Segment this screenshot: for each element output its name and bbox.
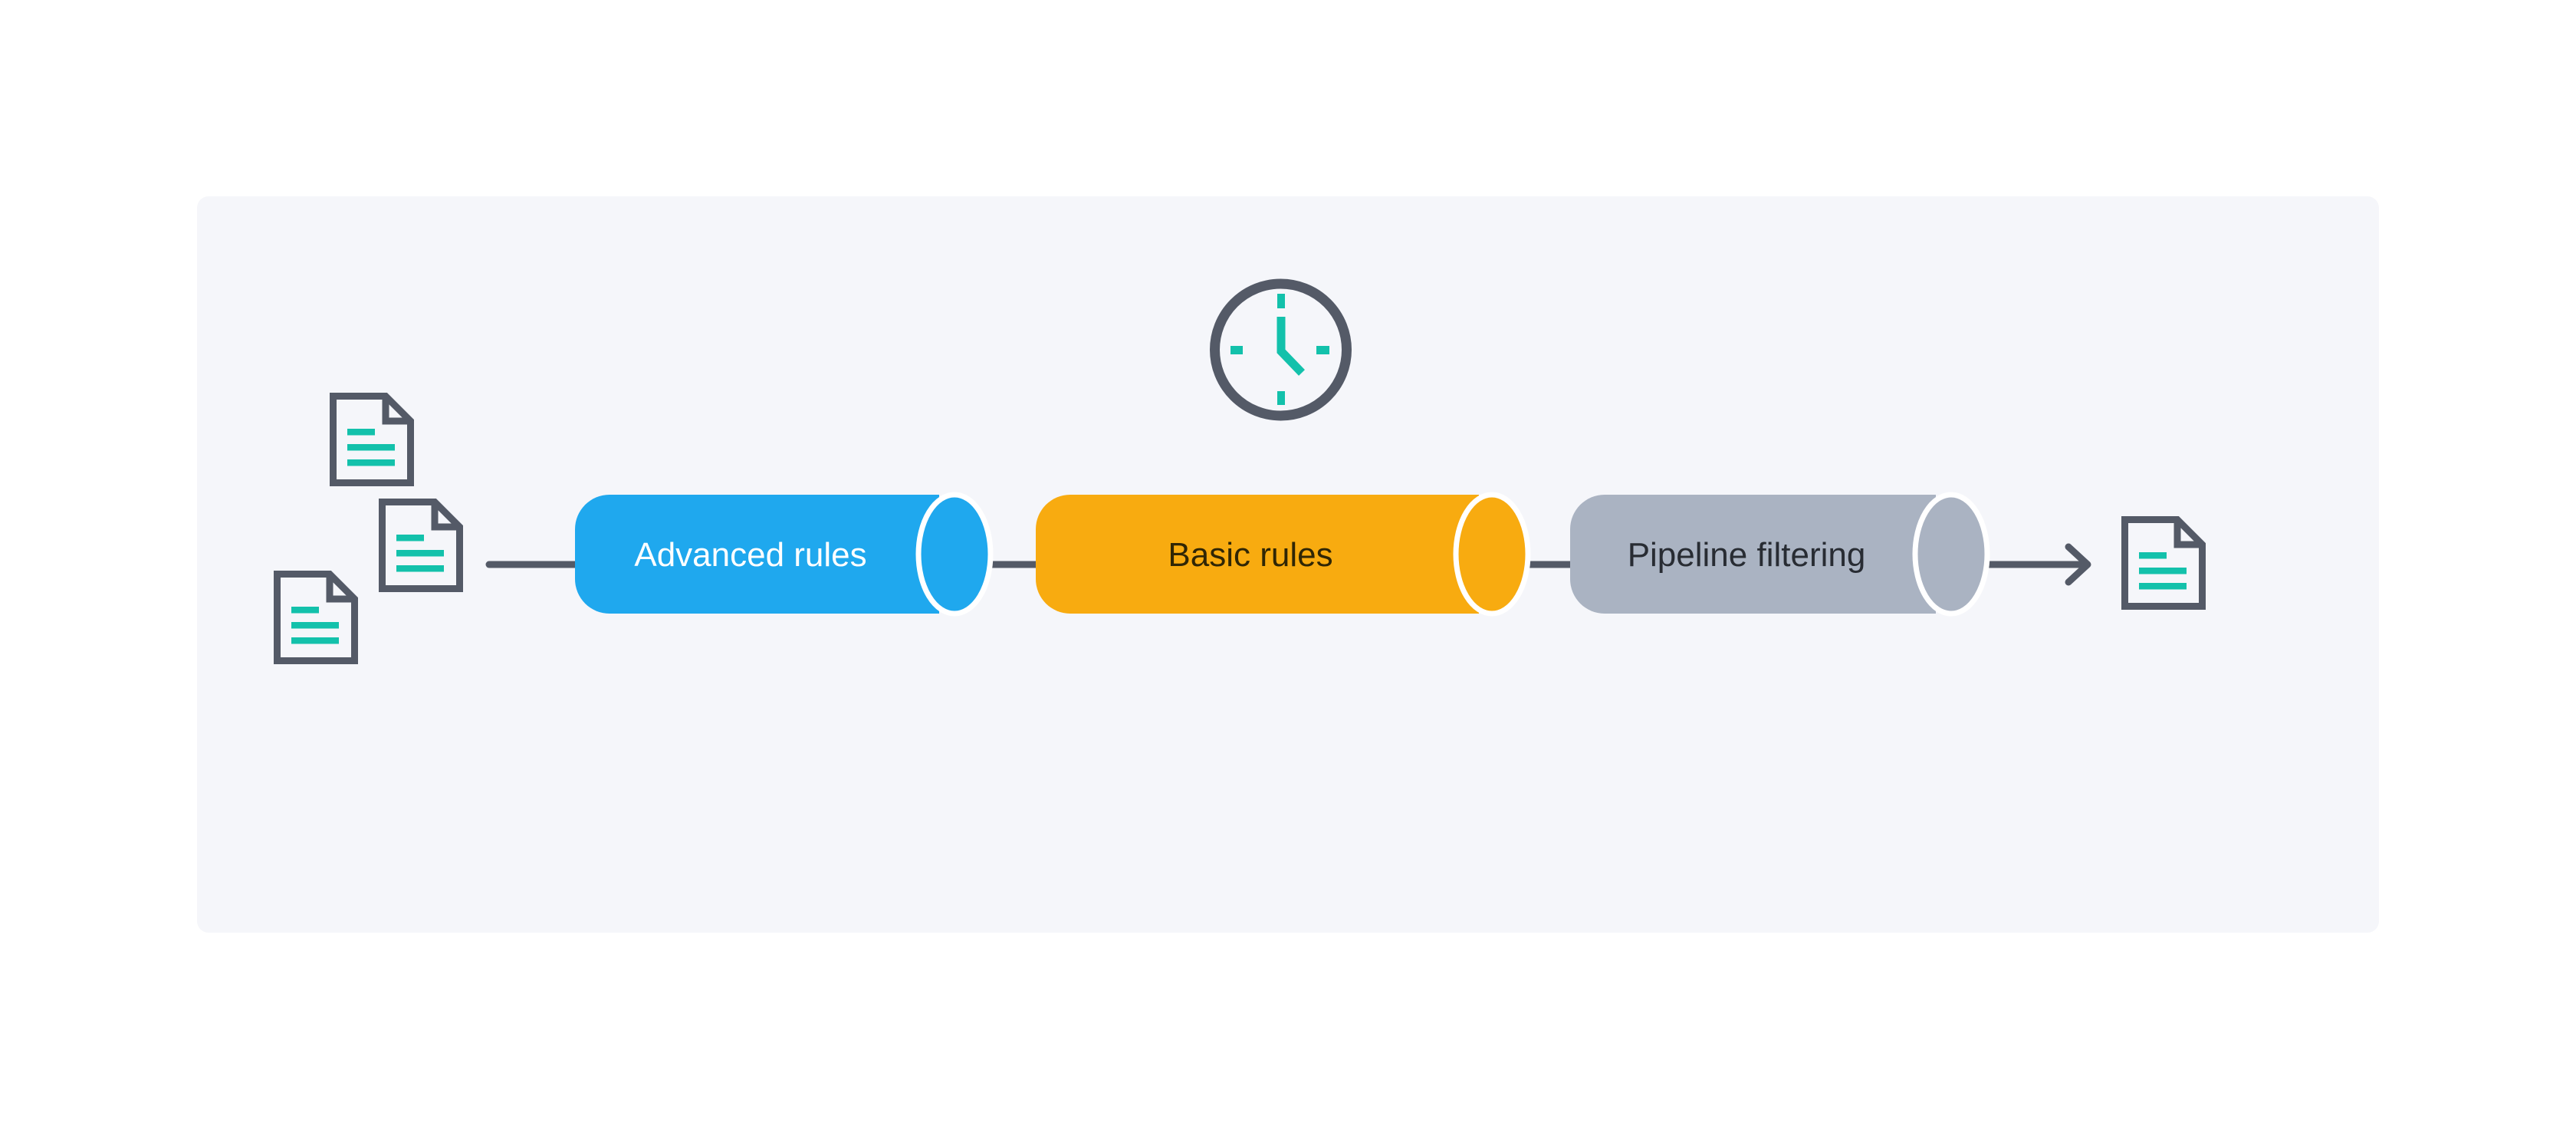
input-document-icon-3 bbox=[278, 574, 355, 661]
stage-advanced-rules: Advanced rules bbox=[575, 492, 994, 617]
connectors bbox=[485, 543, 2091, 586]
stage-label-pipeline-filtering: Pipeline filtering bbox=[1628, 536, 1866, 574]
output-document-icon bbox=[2125, 520, 2203, 607]
input-document-icon-1 bbox=[334, 397, 411, 483]
clock-icon bbox=[1210, 278, 1352, 421]
clock-tick-12 bbox=[1277, 294, 1285, 308]
stage-label-basic-rules: Basic rules bbox=[1168, 536, 1332, 574]
stage-basic-rules: Basic rules bbox=[1036, 492, 1531, 617]
clock-tick-6 bbox=[1277, 391, 1285, 405]
cylinder-body bbox=[575, 495, 939, 614]
cylinder-end-cap bbox=[915, 492, 994, 617]
cylinder-end-cap bbox=[1453, 492, 1531, 617]
input-document-icon-2 bbox=[383, 502, 460, 589]
cylinder-body bbox=[1570, 495, 1936, 614]
stage-label-advanced-rules: Advanced rules bbox=[634, 536, 866, 574]
clock-ticks bbox=[1230, 294, 1329, 405]
clock-tick-3 bbox=[1316, 346, 1329, 354]
cylinder-end-cap bbox=[1912, 492, 1990, 617]
clock-hands bbox=[1276, 317, 1305, 376]
clock-tick-9 bbox=[1230, 346, 1243, 354]
stage-pipeline-filtering: Pipeline filtering bbox=[1570, 492, 1990, 617]
clock-face bbox=[1210, 278, 1352, 421]
arrow-right-icon bbox=[2065, 543, 2091, 586]
cylinder-body bbox=[1036, 495, 1479, 614]
